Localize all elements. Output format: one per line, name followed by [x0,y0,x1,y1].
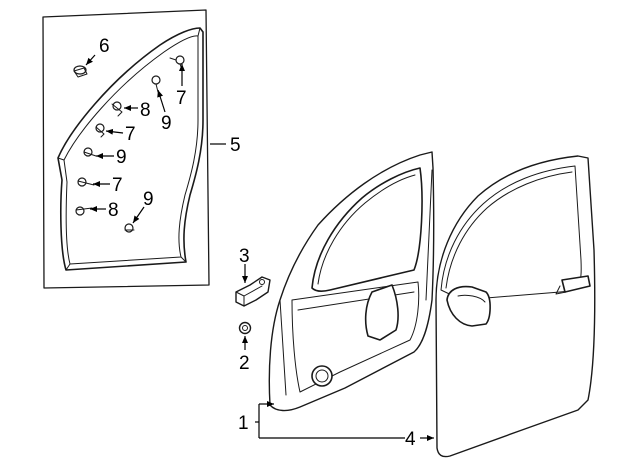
callout-8-low: 8 [108,200,119,221]
clip-9-mid [83,147,97,157]
door-shell [268,151,435,412]
clip-6 [73,65,88,78]
inset-frame [42,9,210,289]
weatherstrip-seal [57,27,204,271]
callout-5: 5 [230,135,241,156]
callout-7-low: 7 [112,175,123,196]
outer-panel-outline [435,155,596,458]
door-check-part [235,276,271,307]
callout-1: 1 [238,413,249,434]
callout-3: 3 [239,246,250,267]
door-outer-panel [435,155,596,458]
clip-9-top [151,75,161,93]
callout-2: 2 [239,353,250,374]
callout-9-mid: 9 [116,147,127,168]
callout-9-low: 9 [143,189,154,210]
clip-9-low [124,223,135,233]
clip-8-low [75,206,93,216]
clip-8-top [111,101,123,117]
callout-8-top: 8 [140,100,151,121]
callout-9-top: 9 [161,113,172,134]
clip-7-low [77,177,95,187]
grommet-part [238,321,252,335]
callout-7-top: 7 [176,88,187,109]
callout-7-mid: 7 [125,124,136,145]
weatherstrip-inset: 6 7 8 9 7 9 7 8 9 [42,9,210,289]
callout-4: 4 [405,429,416,450]
callout-6: 6 [99,36,110,57]
clip-7-mid [95,123,105,138]
